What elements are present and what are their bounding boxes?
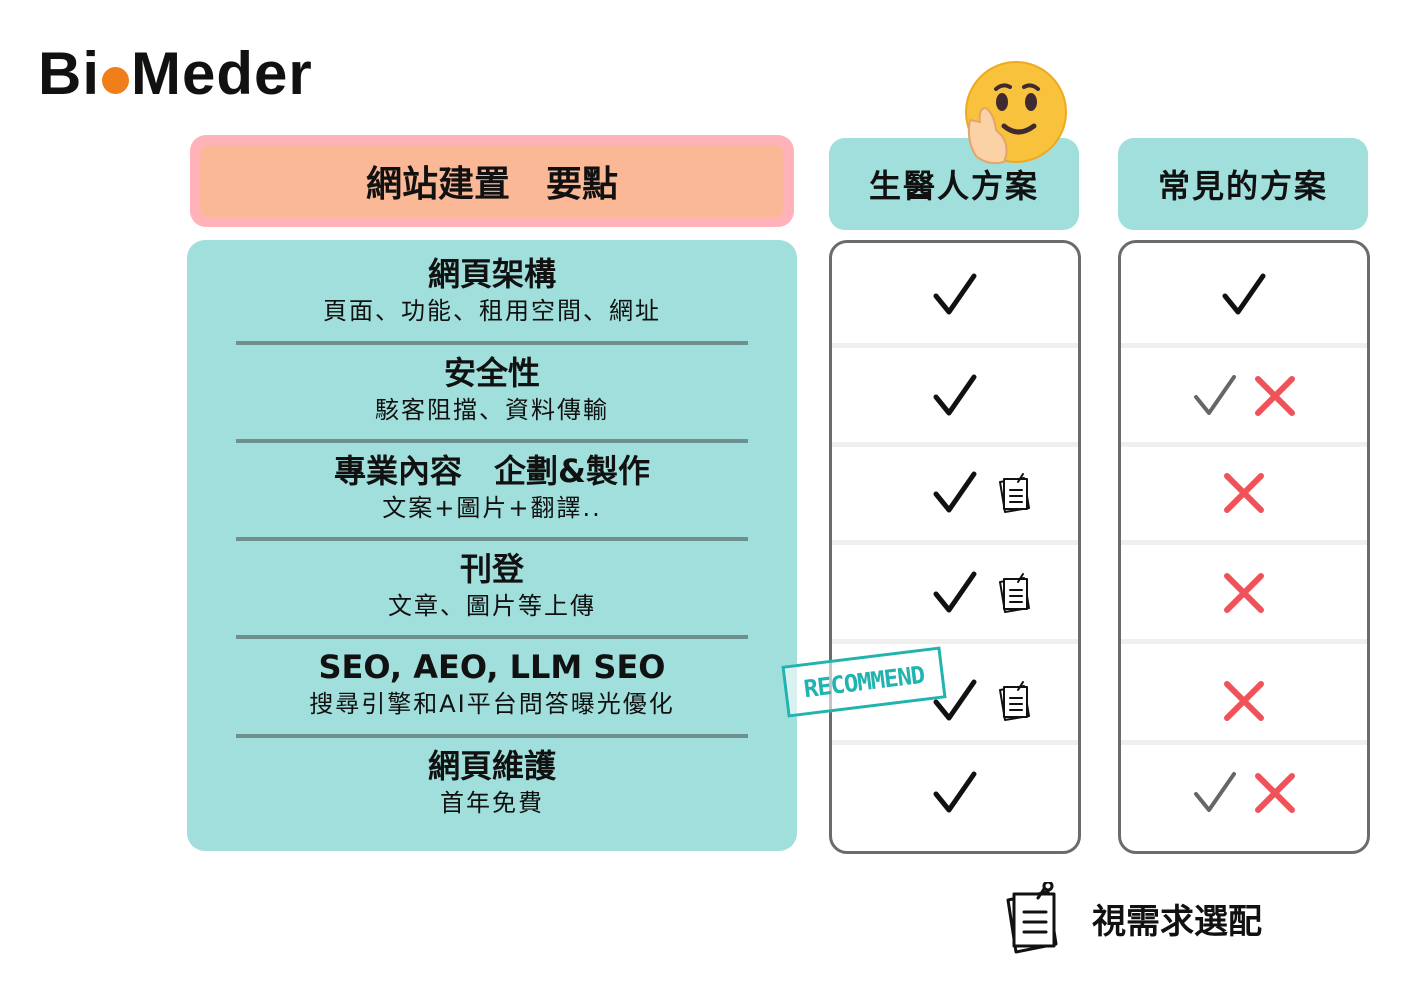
feature-subtitle: 頁面、功能、租用空間、網址 — [323, 297, 661, 325]
legend: 視需求選配 — [1000, 878, 1262, 958]
feature-subtitle: 首年免費 — [440, 789, 544, 817]
feature-title: 網頁維護 — [427, 747, 556, 785]
row-separator — [832, 740, 1078, 745]
feature-row: 網頁架構 頁面、功能、租用空間、網址 — [187, 254, 797, 328]
check-icon — [933, 771, 977, 813]
header-main-title: 網站建置 要點 — [200, 145, 784, 217]
check-icon — [1194, 772, 1236, 812]
column-biomeder — [829, 240, 1081, 854]
brand-text-2: Meder — [131, 39, 313, 107]
check-icon — [933, 471, 977, 513]
feature-title: 安全性 — [443, 354, 540, 392]
row-separator — [1121, 639, 1367, 644]
feature-row: 安全性 駭客阻擋、資料傳輸 — [187, 353, 797, 427]
comparison-mark — [1222, 471, 1266, 519]
cross-icon — [1224, 473, 1264, 513]
row-separator — [1121, 343, 1367, 348]
check-icon — [933, 374, 977, 416]
note-pin-icon — [999, 473, 1030, 513]
header-main: 網站建置 要點 — [190, 135, 794, 227]
row-separator — [1121, 740, 1367, 745]
feature-title: 刊登 — [459, 550, 524, 588]
check-icon — [1194, 375, 1236, 415]
cross-icon — [1224, 681, 1264, 721]
brand-text-1: Bi — [38, 39, 100, 107]
comparison-mark — [933, 272, 977, 322]
comparison-mark — [933, 470, 977, 520]
feature-subtitle: 文案+圖片+翻譯.. — [382, 494, 602, 522]
feature-title: SEO, AEO, LLM SEO — [318, 648, 666, 686]
comparison-mark — [1222, 571, 1266, 619]
comparison-mark — [996, 680, 1036, 726]
cross-icon — [1255, 773, 1295, 813]
row-separator — [832, 442, 1078, 447]
feature-row: 刊登 文章、圖片等上傳 — [187, 549, 797, 623]
cross-icon — [1255, 376, 1295, 416]
feature-divider — [236, 537, 748, 541]
feature-divider — [236, 439, 748, 443]
feature-divider — [236, 341, 748, 345]
features-panel: 網頁架構 頁面、功能、租用空間、網址 安全性 駭客阻擋、資料傳輸 專業內容 企劃… — [187, 240, 797, 851]
feature-row: 網頁維護 首年免費 — [187, 746, 797, 820]
feature-divider — [236, 734, 748, 738]
check-icon — [933, 571, 977, 613]
comparison-mark — [933, 678, 977, 728]
row-separator — [832, 540, 1078, 545]
smile-thumbs-up-icon — [965, 61, 1067, 165]
feature-divider — [236, 635, 748, 639]
note-pin-icon — [999, 681, 1030, 721]
feature-row: 專業內容 企劃&製作 文案+圖片+翻譯.. — [187, 451, 797, 525]
comparison-mark — [933, 770, 977, 820]
comparison-mark — [1193, 373, 1237, 423]
feature-title: 網頁架構 — [427, 255, 556, 293]
comparison-mark — [933, 570, 977, 620]
comparison-mark — [996, 472, 1036, 518]
comparison-mark — [1193, 770, 1237, 820]
feature-subtitle: 搜尋引擎和AI平台問答曝光優化 — [309, 690, 675, 718]
comparison-mark — [933, 373, 977, 423]
row-separator — [832, 343, 1078, 348]
comparison-mark — [1253, 374, 1297, 422]
note-pin-icon — [999, 573, 1030, 613]
check-icon — [1222, 273, 1266, 315]
check-icon — [933, 273, 977, 315]
legend-label: 視需求選配 — [1092, 901, 1262, 942]
column-common — [1118, 240, 1370, 854]
header-col-common: 常見的方案 — [1118, 138, 1368, 230]
row-separator — [1121, 540, 1367, 545]
feature-row: SEO, AEO, LLM SEO 搜尋引擎和AI平台問答曝光優化 — [187, 647, 797, 721]
feature-subtitle: 文章、圖片等上傳 — [388, 592, 596, 620]
comparison-mark — [1222, 679, 1266, 727]
comparison-mark — [1253, 771, 1297, 819]
row-separator — [1121, 442, 1367, 447]
brand-dot-icon — [102, 66, 129, 94]
brand-logo: Bi Meder — [38, 38, 313, 108]
check-icon — [933, 679, 977, 721]
comparison-mark — [1222, 272, 1266, 322]
cross-icon — [1224, 573, 1264, 613]
feature-subtitle: 駭客阻擋、資料傳輸 — [375, 396, 609, 424]
note-pin-icon — [1006, 882, 1058, 954]
comparison-mark — [996, 572, 1036, 618]
row-separator — [832, 639, 1078, 644]
feature-title: 專業內容 企劃&製作 — [334, 452, 650, 490]
